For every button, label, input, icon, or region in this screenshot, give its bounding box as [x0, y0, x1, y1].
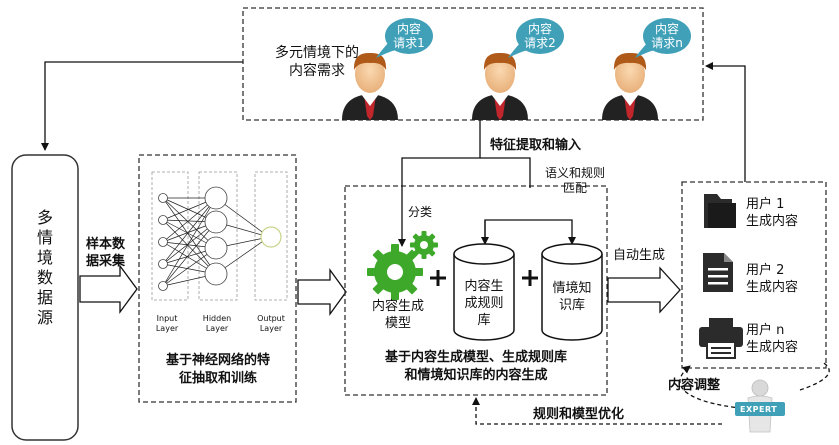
nn-caption: 基于神经网络的特 征抽取和训练: [165, 353, 270, 386]
speech-bubble-icon: [376, 18, 433, 58]
gear-icon: [367, 244, 423, 300]
hollow-arrow: [297, 268, 347, 316]
semantic-match-label: 语义和规则 匹配: [544, 166, 605, 195]
request-bubble-label-1: 内容 请求1: [393, 22, 425, 50]
expert-icon: [735, 379, 785, 433]
data-source-label: 多情境数据源: [36, 208, 53, 327]
output-layer-label: Output Layer: [257, 314, 285, 333]
gear-icon: [410, 231, 438, 259]
request-bubble-label-2: 内容 请求2: [524, 22, 556, 50]
generation-caption: 基于内容生成模型、生成规则库 和情境知识库的内容生成: [384, 350, 567, 383]
plus-icon: [430, 270, 446, 286]
optimize-label: 规则和模型优化: [533, 407, 625, 422]
nn-box: [138, 154, 297, 403]
match-arrow: [484, 219, 576, 245]
adjust-loop-arrow: [799, 361, 830, 391]
hidden-layer-label: Hidden Layer: [202, 314, 232, 333]
content-adjust-label: 内容调整: [668, 378, 721, 393]
hollow-arrow: [607, 266, 681, 314]
person-icon: [602, 52, 658, 120]
requests-label: 多元情境下的 内容需求: [275, 45, 359, 79]
expert-badge: EXPERT: [740, 405, 778, 414]
rules-db-label: 内容生 成规则 库: [464, 279, 504, 328]
printer-icon: [699, 318, 743, 359]
optimize-arrow: [472, 397, 722, 425]
feature-arrow: [480, 157, 531, 188]
document-icon: [703, 253, 733, 292]
neural-network-diagram: [151, 171, 288, 301]
user-content-label-n: 用户 n 生成内容: [746, 323, 799, 355]
feature-arrow: [398, 120, 481, 247]
model-label: 内容生成 模型: [371, 299, 424, 331]
generation-box: [344, 185, 608, 396]
speech-bubble-icon: [508, 18, 564, 58]
plus-icon: [522, 270, 538, 286]
person-icon: [472, 52, 528, 120]
feedback-arrow: [41, 61, 243, 151]
user-content-label-1: 用户 1 生成内容: [746, 197, 799, 229]
speech-bubble-icon: [635, 18, 691, 58]
auto-generate-label: 自动生成: [613, 248, 666, 263]
rules-database-icon: [453, 243, 515, 341]
person-icon: [342, 52, 398, 120]
feature-extraction-label: 特征提取和输入: [490, 138, 582, 153]
user-content-label-2: 用户 2 生成内容: [746, 263, 799, 295]
user-output-box: [681, 181, 827, 369]
sample-collection-label: 样本数 据采集: [86, 237, 126, 269]
input-layer-label: Input Layer: [155, 314, 179, 333]
knowledge-db-label: 情境知 识库: [552, 281, 592, 313]
hollow-arrow: [79, 264, 138, 314]
knowledge-database-icon: [541, 243, 603, 341]
feedback-arrow: [705, 62, 746, 182]
folder-icon: [704, 194, 736, 228]
request-bubble-label-n: 内容 请求n: [651, 22, 683, 50]
data-source-box: [11, 154, 79, 441]
classify-label: 分类: [408, 205, 433, 219]
